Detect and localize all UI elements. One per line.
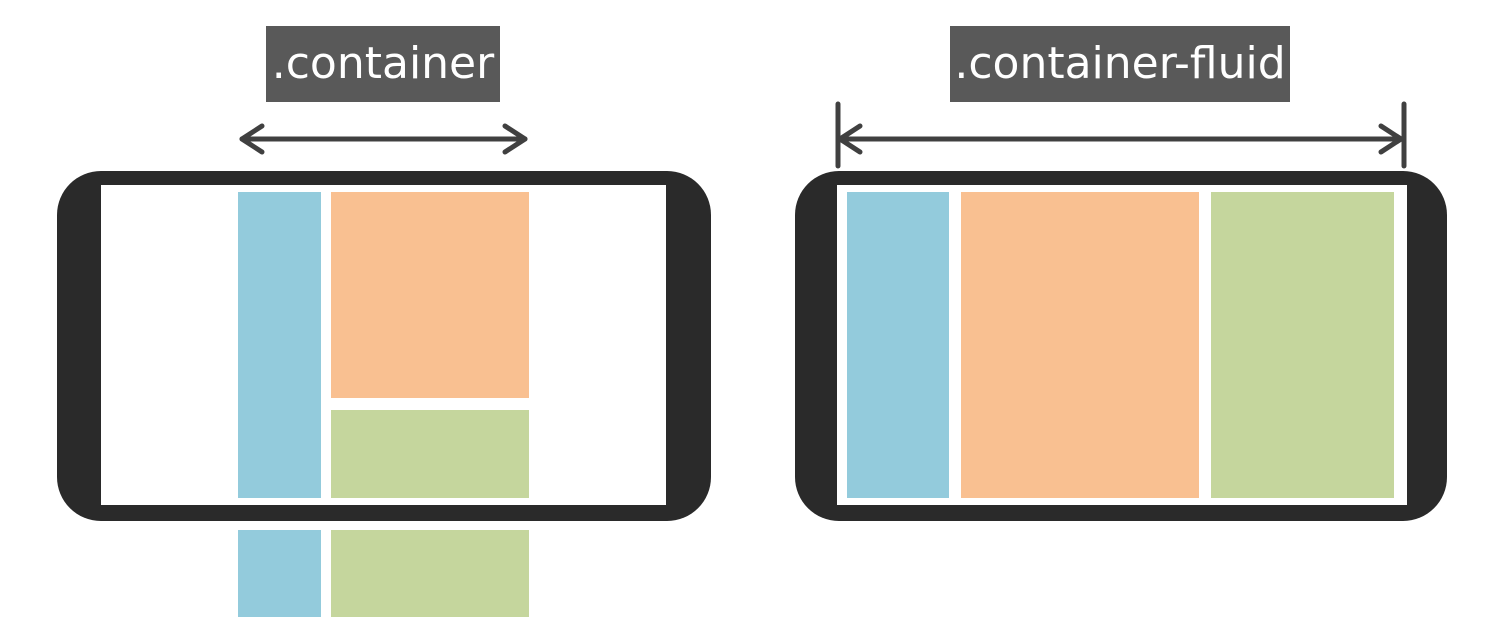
column-orange: [331, 192, 529, 398]
container-width-arrow: [239, 123, 528, 155]
container-fluid-width-arrow: [835, 101, 1407, 169]
fluid-column-orange: [961, 192, 1199, 498]
container-fluid-label: .container-fluid: [950, 26, 1290, 102]
container-label: .container: [266, 26, 500, 102]
fluid-column-green: [1211, 192, 1394, 498]
overflow-column-green: [331, 530, 529, 617]
column-green: [331, 410, 529, 498]
fluid-column-blue: [847, 192, 949, 498]
overflow-column-blue: [238, 530, 321, 617]
column-blue: [238, 192, 321, 498]
